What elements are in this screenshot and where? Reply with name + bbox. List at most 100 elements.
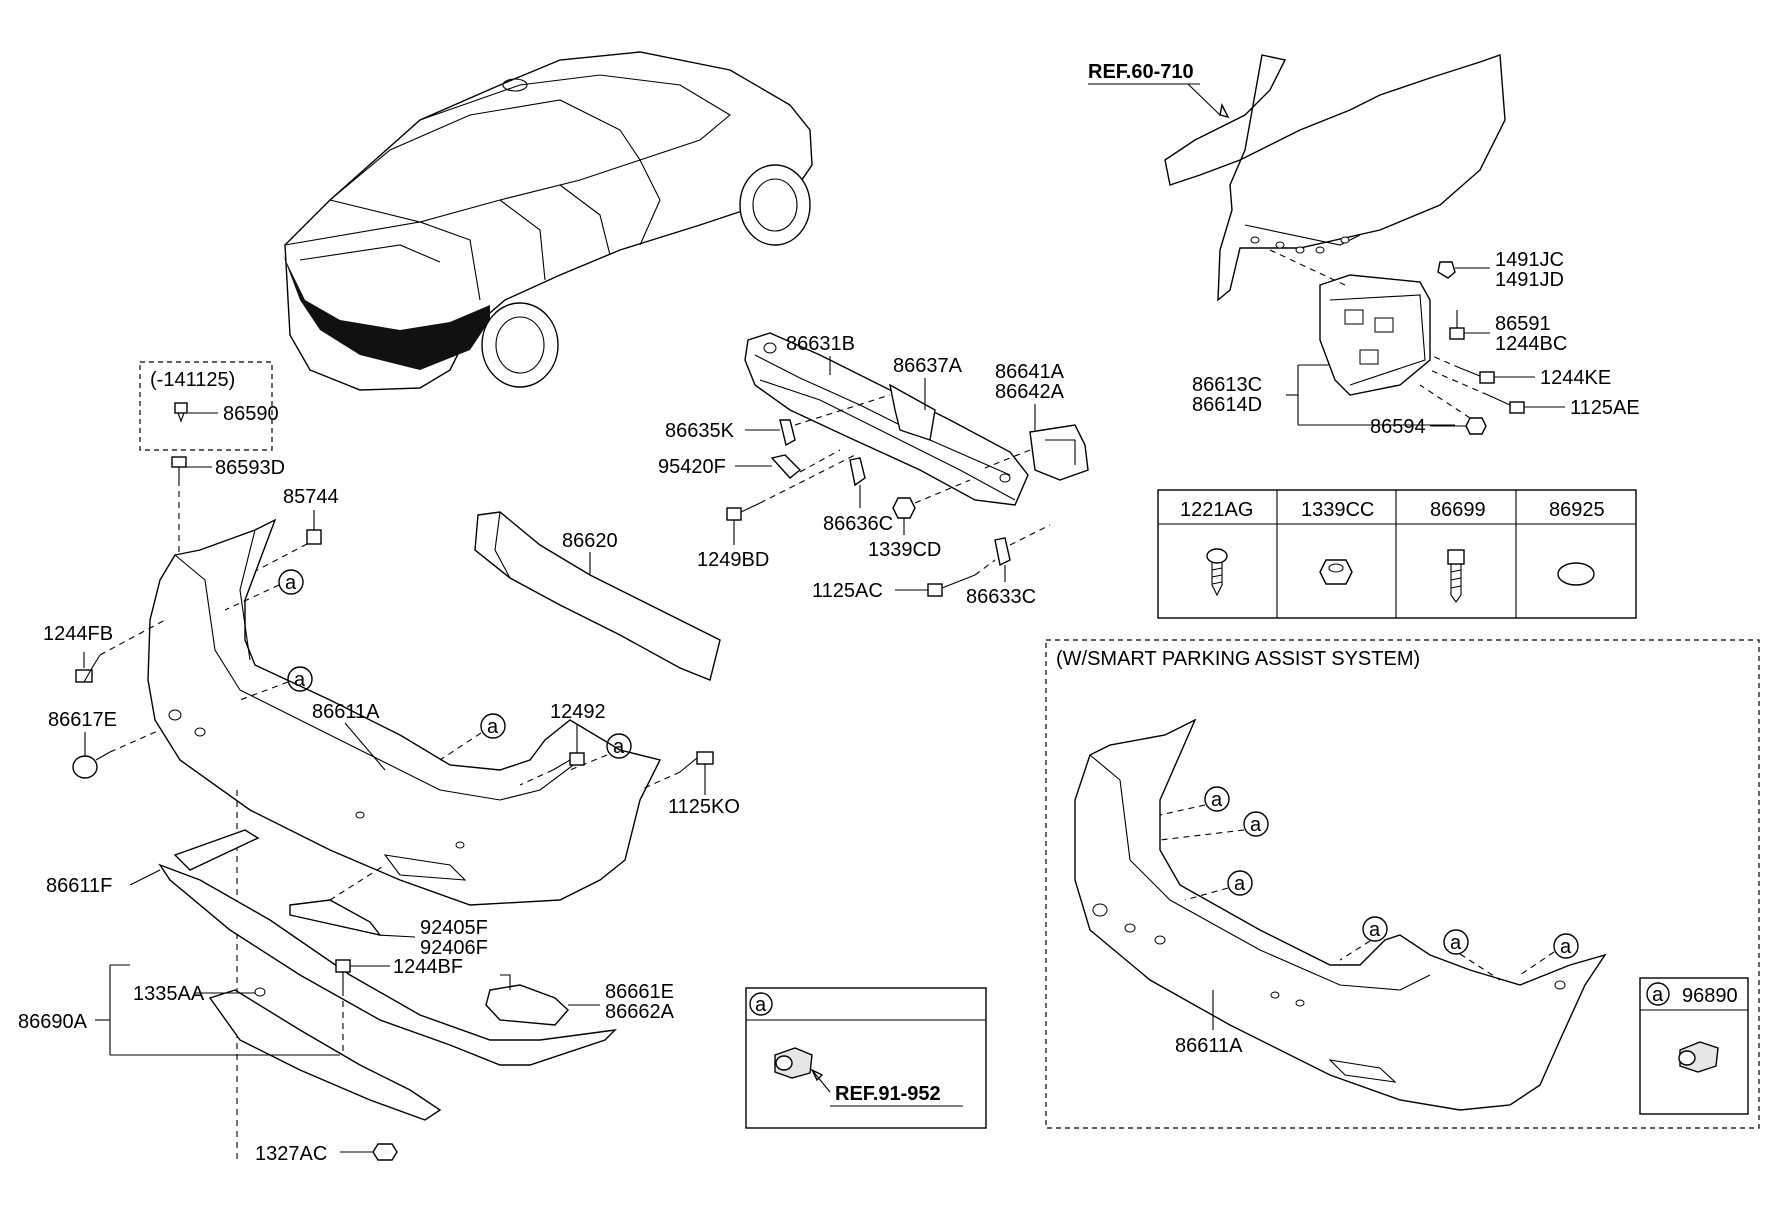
label-86611A: 86611A [312, 701, 380, 723]
label-86662A: 86662A [605, 1001, 675, 1023]
reflector-strip [289, 899, 382, 937]
bracket-86641A [1029, 424, 1089, 481]
smart-parking-title: (W/SMART PARKING ASSIST SYSTEM) [1056, 648, 1420, 670]
clip-86590-icon [174, 402, 188, 423]
rear-bumper-cover [147, 518, 662, 906]
label-92405F: 92405F [420, 917, 488, 939]
label-86590: 86590 [223, 403, 279, 425]
ref-a-marker [1204, 786, 1230, 812]
label-86614D: 86614D [1192, 394, 1262, 416]
nut-86594-icon [1465, 417, 1487, 435]
label-86631B: 86631B [786, 333, 855, 355]
svg-text:a: a [487, 716, 499, 738]
date-note: (-141125) [150, 369, 235, 391]
ref-a-marker [1227, 870, 1253, 896]
rear-lamp-86661E [485, 984, 569, 1026]
bracket-86636C [849, 457, 866, 487]
ref-a-marker [1646, 982, 1670, 1006]
car-illustration [283, 51, 813, 391]
screw-1244FB-icon [75, 654, 101, 683]
svg-text:a: a [1450, 932, 1462, 954]
label-95420F: 95420F [658, 456, 726, 478]
label-1339CD: 1339CD [868, 539, 941, 561]
label-86641A: 86641A [995, 361, 1065, 383]
hardware-table: 1221AG 1339CC 86699 86925 [1157, 489, 1637, 619]
label-85744: 85744 [283, 486, 339, 508]
energy-absorber-86620 [474, 511, 721, 681]
ref-a-marker [480, 713, 506, 739]
ref-a-marker [606, 733, 632, 759]
label-86613C: 86613C [1192, 374, 1262, 396]
label-86636C: 86636C [823, 513, 893, 535]
bumper-beam-86631B [744, 332, 1029, 506]
svg-text:a: a [1369, 919, 1381, 941]
label-1335AA: 1335AA [133, 983, 205, 1005]
parking-sensor-ref-icon [774, 1047, 813, 1079]
label-86642A: 86642A [995, 381, 1065, 403]
table-header-86925: 86925 [1549, 499, 1605, 521]
bolt-icon [1447, 549, 1465, 603]
ref-a-marker [1553, 933, 1579, 959]
nut-icon [1319, 559, 1353, 585]
clip-1491JC-icon [1437, 261, 1456, 279]
sensor-bracket-95420F [770, 454, 802, 479]
rear-bumper-highlight [283, 255, 490, 370]
label-86690A: 86690A [18, 1011, 88, 1033]
plug-icon [1557, 562, 1595, 586]
ref-a-marker [1443, 929, 1469, 955]
label-86617E: 86617E [48, 709, 117, 731]
ref-a-marker [1243, 811, 1269, 837]
svg-text:a: a [1250, 814, 1262, 836]
table-header-1221AG: 1221AG [1180, 499, 1253, 521]
label-1327AC: 1327AC [255, 1143, 327, 1165]
label-96890: 96890 [1682, 985, 1738, 1007]
label-1125KO: 1125KO [668, 796, 740, 818]
ref-a-marker [287, 666, 313, 692]
ref-a-marker [278, 569, 304, 595]
label-1244FB: 1244FB [43, 623, 113, 645]
bracket-86633C [994, 537, 1011, 567]
label-86637A: 86637A [893, 355, 963, 377]
bracket-86635K [779, 419, 796, 447]
nut-1339CD-icon [892, 497, 916, 519]
rear-bumper-cover-spas [1074, 718, 1607, 1111]
screw-icon [1206, 548, 1228, 597]
bracket-86637A [889, 383, 936, 441]
label-1125AE: 1125AE [1570, 397, 1640, 419]
screw-86591-icon [1449, 310, 1465, 340]
clip-85744-icon [306, 529, 322, 545]
label-92406F: 92406F [420, 937, 488, 959]
label-86635K: 86635K [665, 420, 735, 442]
label-86593D: 86593D [215, 457, 285, 479]
smart-parking-box [1045, 639, 1760, 1129]
svg-text:a: a [294, 669, 306, 691]
ref-a-marker [749, 992, 773, 1016]
svg-text:a: a [1652, 984, 1664, 1006]
label-12492: 12492 [550, 701, 606, 723]
label-1491JD: 1491JD [1495, 269, 1564, 291]
svg-text:a: a [1234, 873, 1246, 895]
lower-diffuser-86611F [158, 863, 617, 1066]
label-1125AC: 1125AC [812, 580, 883, 602]
label-86620: 86620 [562, 530, 618, 552]
label-86633C: 86633C [966, 586, 1036, 608]
label-1249BD: 1249BD [697, 549, 769, 571]
label-1244BC: 1244BC [1495, 333, 1567, 355]
svg-text:a: a [613, 736, 625, 758]
label-86661E: 86661E [605, 981, 674, 1003]
bolt-1244KE-icon [1459, 367, 1495, 384]
svg-text:a: a [1560, 936, 1572, 958]
bolt-1249BD-icon [726, 502, 761, 521]
table-header-1339CC: 1339CC [1301, 499, 1374, 521]
label-86611A-spas: 86611A [1175, 1035, 1243, 1057]
label-86611F: 86611F [46, 875, 112, 897]
screw-12492-icon [552, 752, 585, 771]
ref-91-952[interactable]: REF.91-952 [835, 1083, 941, 1105]
label-86594: 86594 [1370, 416, 1426, 438]
label-1491JC: 1491JC [1495, 249, 1564, 271]
svg-text:a: a [755, 994, 767, 1016]
bolt-1125KO-icon [679, 751, 714, 773]
ref-60-710[interactable]: REF.60-710 [1088, 61, 1194, 83]
svg-text:a: a [285, 572, 297, 594]
